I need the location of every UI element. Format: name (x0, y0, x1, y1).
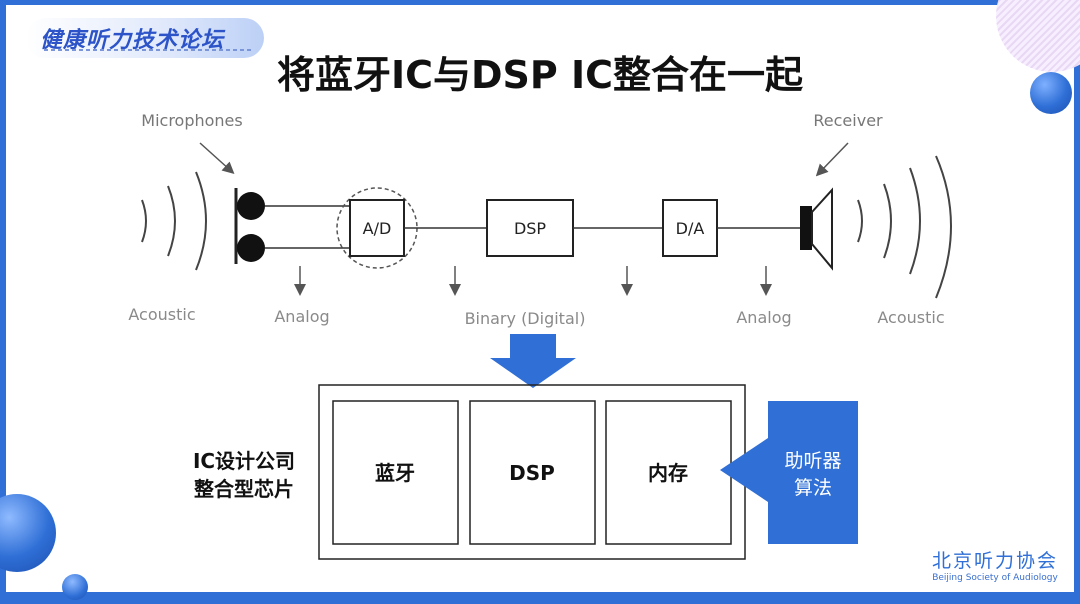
chip-cell-memory (605, 400, 732, 545)
receiver-pointer-arrow (815, 142, 849, 177)
frame-right-border (1074, 0, 1080, 604)
algorithm-label-line2: 算法 (794, 477, 832, 499)
label-microphones: Microphones (141, 111, 242, 130)
frame-left-border (0, 0, 6, 604)
frame-top-border (0, 0, 1080, 5)
label-acoustic-right: Acoustic (877, 308, 944, 327)
label-acoustic-left: Acoustic (128, 305, 195, 324)
label-analog-left: Analog (274, 307, 329, 326)
chip-cell-dsp (469, 400, 596, 545)
receiver-speaker-icon (800, 187, 833, 271)
logo-text: 健康听力技术论坛 (40, 28, 225, 53)
acoustic-waves-right-icon (857, 155, 952, 299)
slide-title: 将蓝牙IC与DSP IC整合在一起 (276, 53, 804, 97)
label-binary-digital: Binary (Digital) (465, 309, 586, 328)
dsp-label: DSP (514, 219, 546, 238)
chip-cell-bluetooth-label: 蓝牙 (375, 461, 415, 485)
organization-logo: 北京听力协会 Beijing Society of Audiology (932, 546, 1058, 583)
hearing-aid-algorithm-box (768, 401, 858, 544)
dsp-block (486, 199, 574, 257)
chip-cell-dsp-label: DSP (509, 461, 555, 485)
decorative-blue-sphere-small (62, 574, 88, 600)
microphones-pointer-arrow (199, 142, 235, 175)
chip-side-label-line2: 整合型芯片 (193, 477, 294, 501)
label-receiver: Receiver (813, 111, 883, 130)
logo-background (26, 18, 264, 58)
da-label: D/A (676, 219, 705, 238)
algorithm-left-arrow-icon (720, 438, 768, 502)
da-block (662, 199, 718, 257)
integration-down-arrow-icon (490, 334, 576, 388)
decorative-blue-sphere (1030, 72, 1072, 114)
acoustic-waves-left-icon (141, 171, 207, 271)
stage-arrows (294, 266, 772, 296)
organization-name-en: Beijing Society of Audiology (932, 573, 1058, 583)
organization-name-cn: 北京听力协会 (931, 550, 1058, 572)
ad-block (349, 199, 405, 257)
frame-bottom-border (0, 592, 1080, 604)
mic-wires (265, 205, 350, 249)
ad-label: A/D (363, 219, 392, 238)
chip-cell-memory-label: 内存 (648, 461, 688, 485)
algorithm-label-line1: 助听器 (784, 450, 841, 472)
microphones-icon (234, 188, 265, 264)
chip-side-label-line1: IC设计公司 (193, 449, 295, 473)
label-analog-right: Analog (736, 308, 791, 327)
forum-logo: 健康听力技术论坛 (26, 18, 266, 60)
logo-underline (44, 49, 254, 51)
chip-cell-bluetooth (332, 400, 459, 545)
